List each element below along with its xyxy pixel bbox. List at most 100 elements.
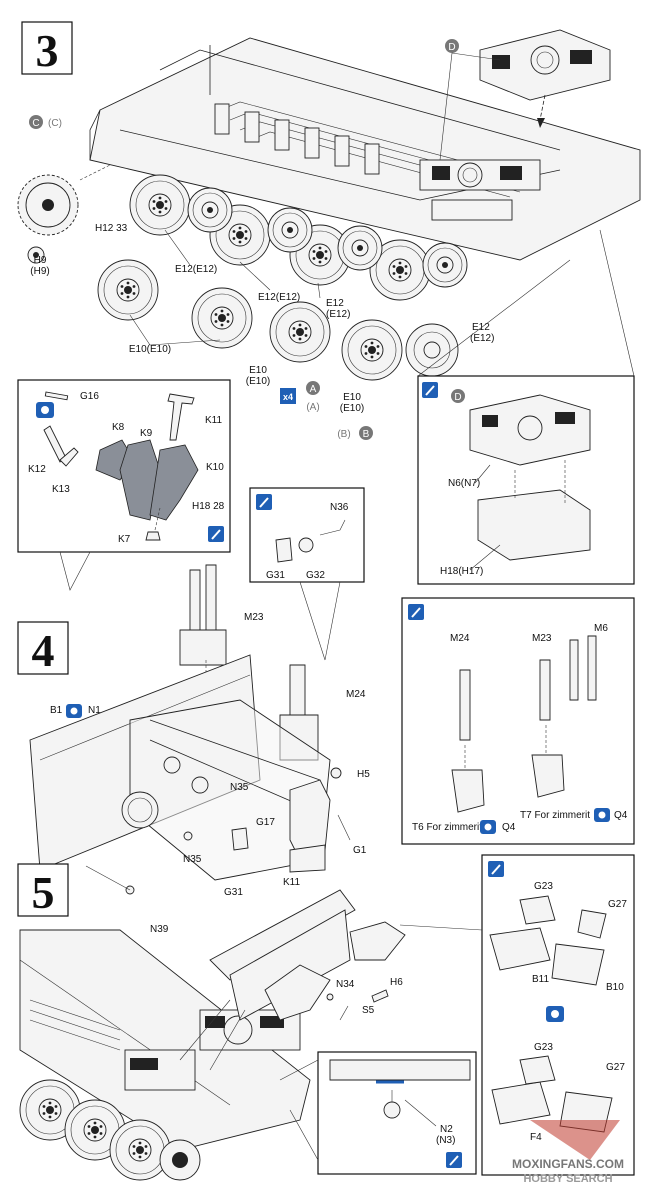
svg-text:x4: x4 — [283, 392, 293, 402]
label-k7: K7 — [118, 534, 131, 545]
label-k10: K10 — [206, 462, 224, 473]
label-k12: K12 — [28, 464, 46, 475]
svg-text:H12 33: H12 33 — [95, 223, 128, 234]
callout-b-pair: (B) B — [337, 426, 373, 440]
label-g17: G17 — [256, 817, 275, 828]
label-e12-c-paren: (E12) — [326, 309, 350, 320]
inset-d-box: D N6(N7) H18(H17) — [417, 229, 635, 585]
label-k11-step4: K11 — [283, 877, 300, 888]
label-e10-c: E10 — [343, 392, 361, 403]
label-t6: T6 For zimmerit — [412, 822, 482, 833]
label-g1: G1 — [353, 845, 367, 856]
label-g27-b: G27 — [606, 1062, 625, 1073]
step-5: 5 N34 H6 — [17, 854, 635, 1185]
label-k11: K11 — [205, 415, 222, 426]
svg-text:C: C — [32, 118, 39, 129]
label-n2-paren: (N3) — [436, 1135, 455, 1146]
label-n6: N6(N7) — [448, 478, 480, 489]
label-n35-a: N35 — [230, 782, 249, 793]
label-zim-m23: M23 — [532, 633, 552, 644]
label-h5: H5 — [357, 769, 370, 780]
ref-h12-33: H12 33 — [95, 223, 128, 234]
watermark-line1: MOXINGFANS.COM — [512, 1157, 624, 1171]
label-g27-a: G27 — [608, 899, 627, 910]
svg-text:(A): (A) — [306, 402, 319, 413]
hub-cap-h9 — [27, 246, 45, 264]
pencil-icon — [488, 861, 504, 877]
label-b11: B11 — [532, 974, 549, 985]
watermark: MOXINGFANS.COM HOBBY SEARCH — [512, 1120, 624, 1185]
label-g23-a: G23 — [534, 881, 553, 892]
label-b1: B1 — [50, 705, 63, 716]
label-n35-b: N35 — [183, 854, 202, 865]
step-4-number: 4 — [32, 625, 55, 676]
label-g31-b: G31 — [224, 887, 243, 898]
label-g31-a: G31 — [266, 570, 285, 581]
svg-text:D: D — [448, 42, 455, 53]
label-s5: S5 — [362, 1005, 375, 1016]
step-3-number-box — [21, 21, 73, 75]
label-n34: N34 — [336, 979, 355, 990]
label-g16: G16 — [80, 391, 99, 402]
label-e10-b-paren: (E10) — [246, 376, 270, 387]
label-g23-b: G23 — [534, 1042, 553, 1053]
exhaust-m23: M23 — [179, 564, 264, 700]
callout-a-x4: x4 A (A) — [280, 381, 320, 413]
pencil-icon — [408, 604, 424, 620]
step-3: 3 — [17, 21, 641, 591]
label-e10-a: E10(E10) — [129, 344, 171, 355]
watermark-line2: HOBBY SEARCH — [523, 1173, 612, 1185]
drive-sprocket — [17, 174, 79, 236]
pencil-icon — [446, 1152, 462, 1168]
label-e12-c: E12 — [326, 298, 344, 309]
engine-deck-part-d — [479, 29, 611, 128]
step-4: 4 N36 G31 G32 M23 — [17, 487, 635, 935]
cement-icon — [36, 402, 54, 418]
label-q4-a: Q4 — [502, 822, 516, 833]
callout-c-pair: C (C) — [29, 115, 62, 129]
label-m24: M24 — [346, 689, 366, 700]
step-5-number: 5 — [32, 867, 55, 918]
label-h18: H18(H17) — [440, 566, 483, 577]
label-f4: F4 — [530, 1132, 542, 1143]
callout-d-inset: D — [454, 392, 461, 403]
hull-lower — [89, 37, 641, 261]
cement-icon — [480, 820, 496, 834]
cement-icon — [546, 1006, 564, 1022]
svg-text:(C): (C) — [48, 118, 62, 129]
label-q4-b: Q4 — [614, 810, 628, 821]
label-e12-a: E12(E12) — [175, 264, 217, 275]
label-e10-c-paren: (E10) — [340, 403, 364, 414]
label-n36: N36 — [330, 502, 349, 513]
label-e12-b: E12(E12) — [258, 292, 300, 303]
svg-text:A: A — [310, 384, 317, 395]
pencil-icon — [422, 382, 438, 398]
ref-h18-28: H18 28 — [192, 501, 225, 512]
inset-n2-box: N2 (N3) — [279, 1051, 477, 1175]
label-zim-m6: M6 — [594, 623, 608, 634]
label-n1: N1 — [88, 705, 101, 716]
inset-k-box: G16 K11 K8 K9 K10 K12 K13 H18 28 K7 — [17, 379, 231, 591]
label-k8: K8 — [112, 422, 125, 433]
pencil-icon — [208, 526, 224, 542]
svg-text:(B): (B) — [337, 429, 350, 440]
label-e12-d-paren: (E12) — [470, 333, 494, 344]
label-k13: K13 — [52, 484, 70, 495]
step-3-number: 3 — [36, 25, 59, 76]
inset-zimmerit-box: M24 M23 M6 T6 For zimmerit Q4 T7 For zim… — [401, 597, 635, 845]
label-h9: H9 — [34, 255, 47, 266]
label-e10-b: E10 — [249, 365, 267, 376]
label-n39: N39 — [150, 924, 169, 935]
label-zim-m24: M24 — [450, 633, 470, 644]
step-5-number-box — [17, 863, 69, 917]
rear-plate-step5 — [179, 889, 406, 1071]
cement-icon — [66, 704, 82, 718]
label-h6: H6 — [390, 977, 403, 988]
label-t7: T7 For zimmerit — [520, 810, 590, 821]
inset-g31-box: N36 G31 G32 — [249, 487, 365, 661]
label-h9-paren: (H9) — [30, 266, 49, 277]
label-k9: K9 — [140, 428, 153, 439]
cement-icon — [594, 808, 610, 822]
svg-text:B: B — [363, 429, 370, 440]
